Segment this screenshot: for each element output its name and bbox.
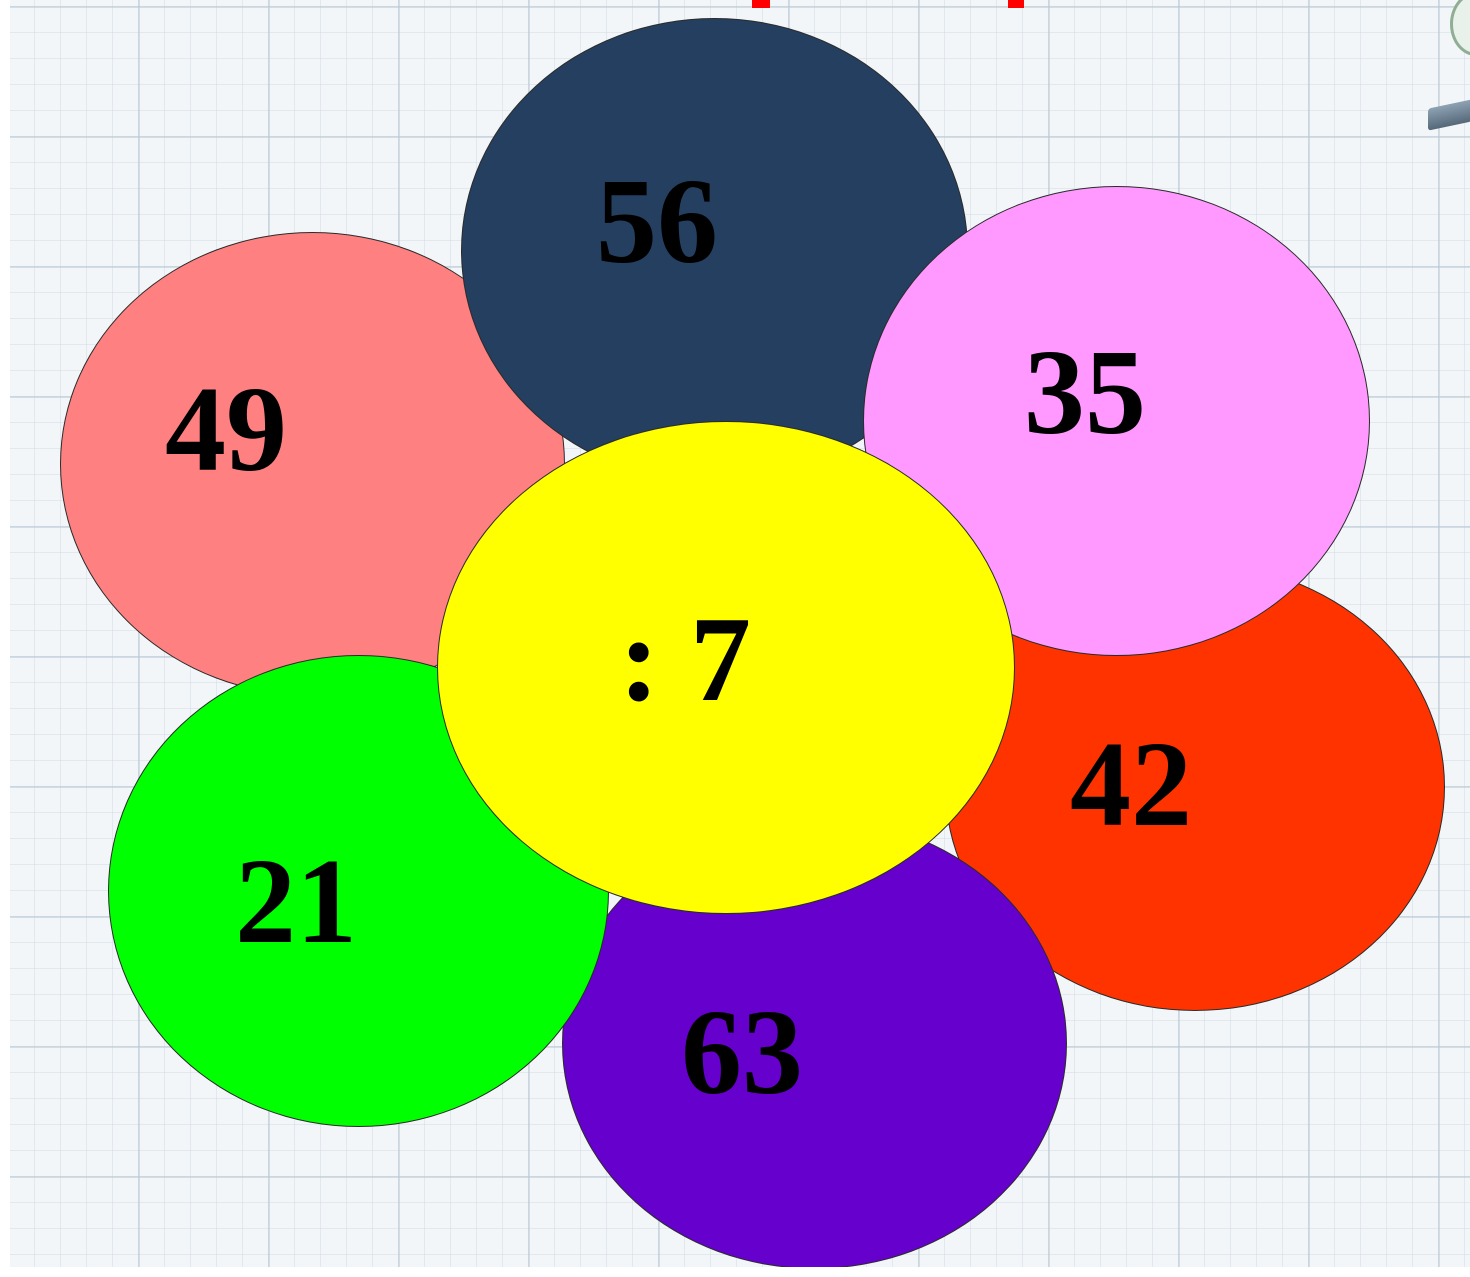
bottom-border xyxy=(0,1267,1470,1277)
left-border xyxy=(0,0,10,1277)
petal-label-56: 56 xyxy=(596,161,718,283)
petal-label-49: 49 xyxy=(165,369,287,491)
corner-tool-icon xyxy=(1428,99,1470,130)
title-fragment xyxy=(1008,0,1024,8)
petal-label-42: 42 xyxy=(1070,724,1192,846)
title-fragment xyxy=(752,0,770,8)
corner-decoration xyxy=(1450,0,1470,56)
petal-label-63: 63 xyxy=(681,992,803,1114)
petal-label-35: 35 xyxy=(1024,332,1146,454)
petal-label-21: 21 xyxy=(235,841,357,963)
center-label: : 7 xyxy=(619,599,751,721)
